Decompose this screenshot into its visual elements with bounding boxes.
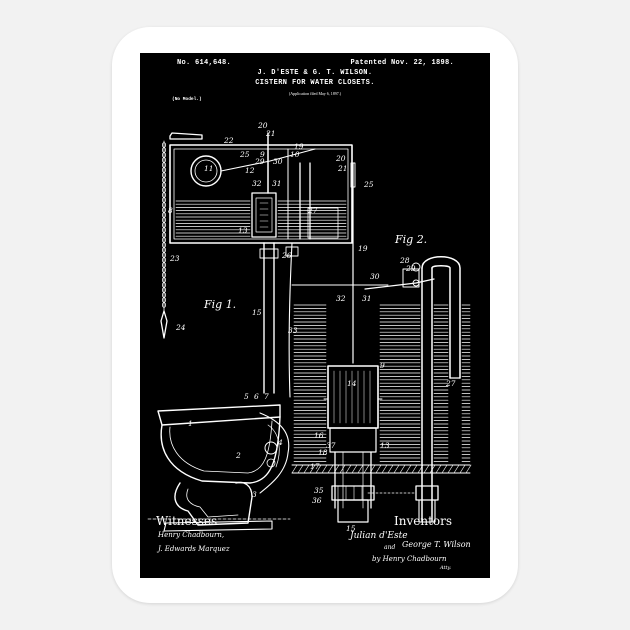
valve-body	[251, 192, 277, 238]
fig1-callout: 32	[252, 179, 262, 188]
fig2-float-chamber	[327, 365, 379, 429]
fig1-callout: 23	[169, 254, 180, 263]
fig2-callout: 19	[358, 244, 368, 253]
witness-signature-1: Henry Chadbourn,	[158, 531, 225, 539]
fig1-callout: 1	[188, 419, 193, 428]
float-arm	[220, 148, 316, 172]
figure-1-label: Fig 1.	[204, 298, 237, 311]
fig2-callout: 18	[318, 448, 328, 457]
fig2-callout: 37	[326, 441, 336, 450]
fig1-callout: 15	[252, 308, 262, 317]
cistern-tank	[169, 144, 353, 244]
fig1-callout: 10	[290, 150, 300, 159]
fig1-callout: 27	[307, 206, 318, 215]
patent-title: CISTERN FOR WATER CLOSETS.	[255, 79, 375, 87]
fig2-callout: 27	[445, 379, 456, 388]
fig2-callout: 36	[312, 496, 322, 505]
fig2-callout: 20	[335, 154, 346, 163]
patent-print: No. 614,648. Patented Nov. 22, 1898. J. …	[140, 53, 490, 578]
inventor-signature-2: George T. Wilson	[402, 540, 471, 549]
fig1-callout: 7	[264, 392, 269, 401]
fig1-callout: 8	[168, 206, 173, 215]
fig2-callout: 17	[310, 462, 320, 471]
fig1-callout: 5	[244, 392, 249, 401]
signature-and: and	[384, 544, 396, 551]
fig1-callout: 33	[288, 326, 298, 335]
fig1-callout: 13	[238, 226, 248, 235]
patent-drawing: 2220212591019293011123231827231326153324…	[147, 121, 472, 533]
fig1-callout: 11	[204, 164, 214, 173]
toilet-bowl	[157, 404, 290, 532]
fig1-callout: 2	[235, 451, 241, 460]
supply-pipe	[288, 242, 293, 398]
tank-water	[175, 200, 347, 237]
fig1-callout: 24	[175, 323, 186, 332]
fig1-callout: 20	[257, 121, 268, 130]
fig2-callout: 25	[363, 180, 374, 189]
fig2-overflow-pipe	[421, 267, 433, 522]
fig1-callout: 25	[239, 150, 250, 159]
fig1-callout: 3	[252, 490, 257, 499]
pull-chain	[161, 140, 166, 312]
fig2-callout: 30	[370, 272, 380, 281]
witnesses-label: Witnesses	[156, 514, 218, 528]
fig2-water	[293, 304, 471, 462]
fig1-callout: 4	[277, 438, 283, 447]
fig2-drawing	[291, 162, 472, 523]
fig2-callout: 21	[337, 164, 348, 173]
patent-inventors: J. D'ESTE & G. T. WILSON.	[257, 69, 373, 77]
application-filed: (Application filed May 6, 1897.)	[288, 91, 342, 96]
fig1-callout: 30	[273, 157, 283, 166]
pull-handle	[160, 310, 168, 339]
fig1-callout: 26	[281, 251, 292, 260]
inventor-signature-1: Julian d'Este	[350, 531, 408, 541]
fig1-callout: 29	[254, 157, 265, 166]
fig2-callout: 35	[314, 486, 324, 495]
overflow-pipe	[299, 162, 311, 240]
fig1-callout: 6	[254, 392, 259, 401]
fig1-callout: 21	[265, 129, 276, 138]
fig2-lever	[364, 278, 435, 290]
fig2-callout: 15	[346, 524, 356, 533]
fig2-callout: 32	[336, 294, 346, 303]
no-model-note: (No Model.)	[172, 97, 202, 102]
attorney-signature: by Henry Chadbourn	[372, 555, 447, 563]
fig1-callout: 12	[245, 166, 255, 175]
inventors-label: Inventors	[394, 514, 453, 528]
patent-date: Patented Nov. 22, 1898.	[350, 59, 454, 67]
fig1-callout: 31	[272, 179, 282, 188]
figure-2-label: Fig 2.	[395, 233, 428, 246]
fig1-callout: 19	[294, 142, 304, 151]
attorney-role: Atty.	[440, 565, 452, 571]
fig2-callout: 29	[405, 264, 416, 273]
fig2-callout: 28	[399, 256, 410, 265]
fig2-callout: 13	[380, 441, 390, 450]
fig1-drawing	[147, 132, 353, 532]
flush-pipe	[263, 242, 275, 394]
pull-lever	[169, 132, 203, 140]
fig2-callout: 9	[380, 361, 385, 370]
fig2-callout: 31	[362, 294, 372, 303]
fig1-callout: 22	[223, 136, 234, 145]
fig2-callout: 16	[314, 431, 324, 440]
fig1-callout: 9	[260, 150, 265, 159]
witness-signature-2: J. Edwards Marquez	[158, 545, 230, 553]
fig2-callout: 14	[347, 379, 357, 388]
patent-number: No. 614,648.	[177, 59, 232, 67]
